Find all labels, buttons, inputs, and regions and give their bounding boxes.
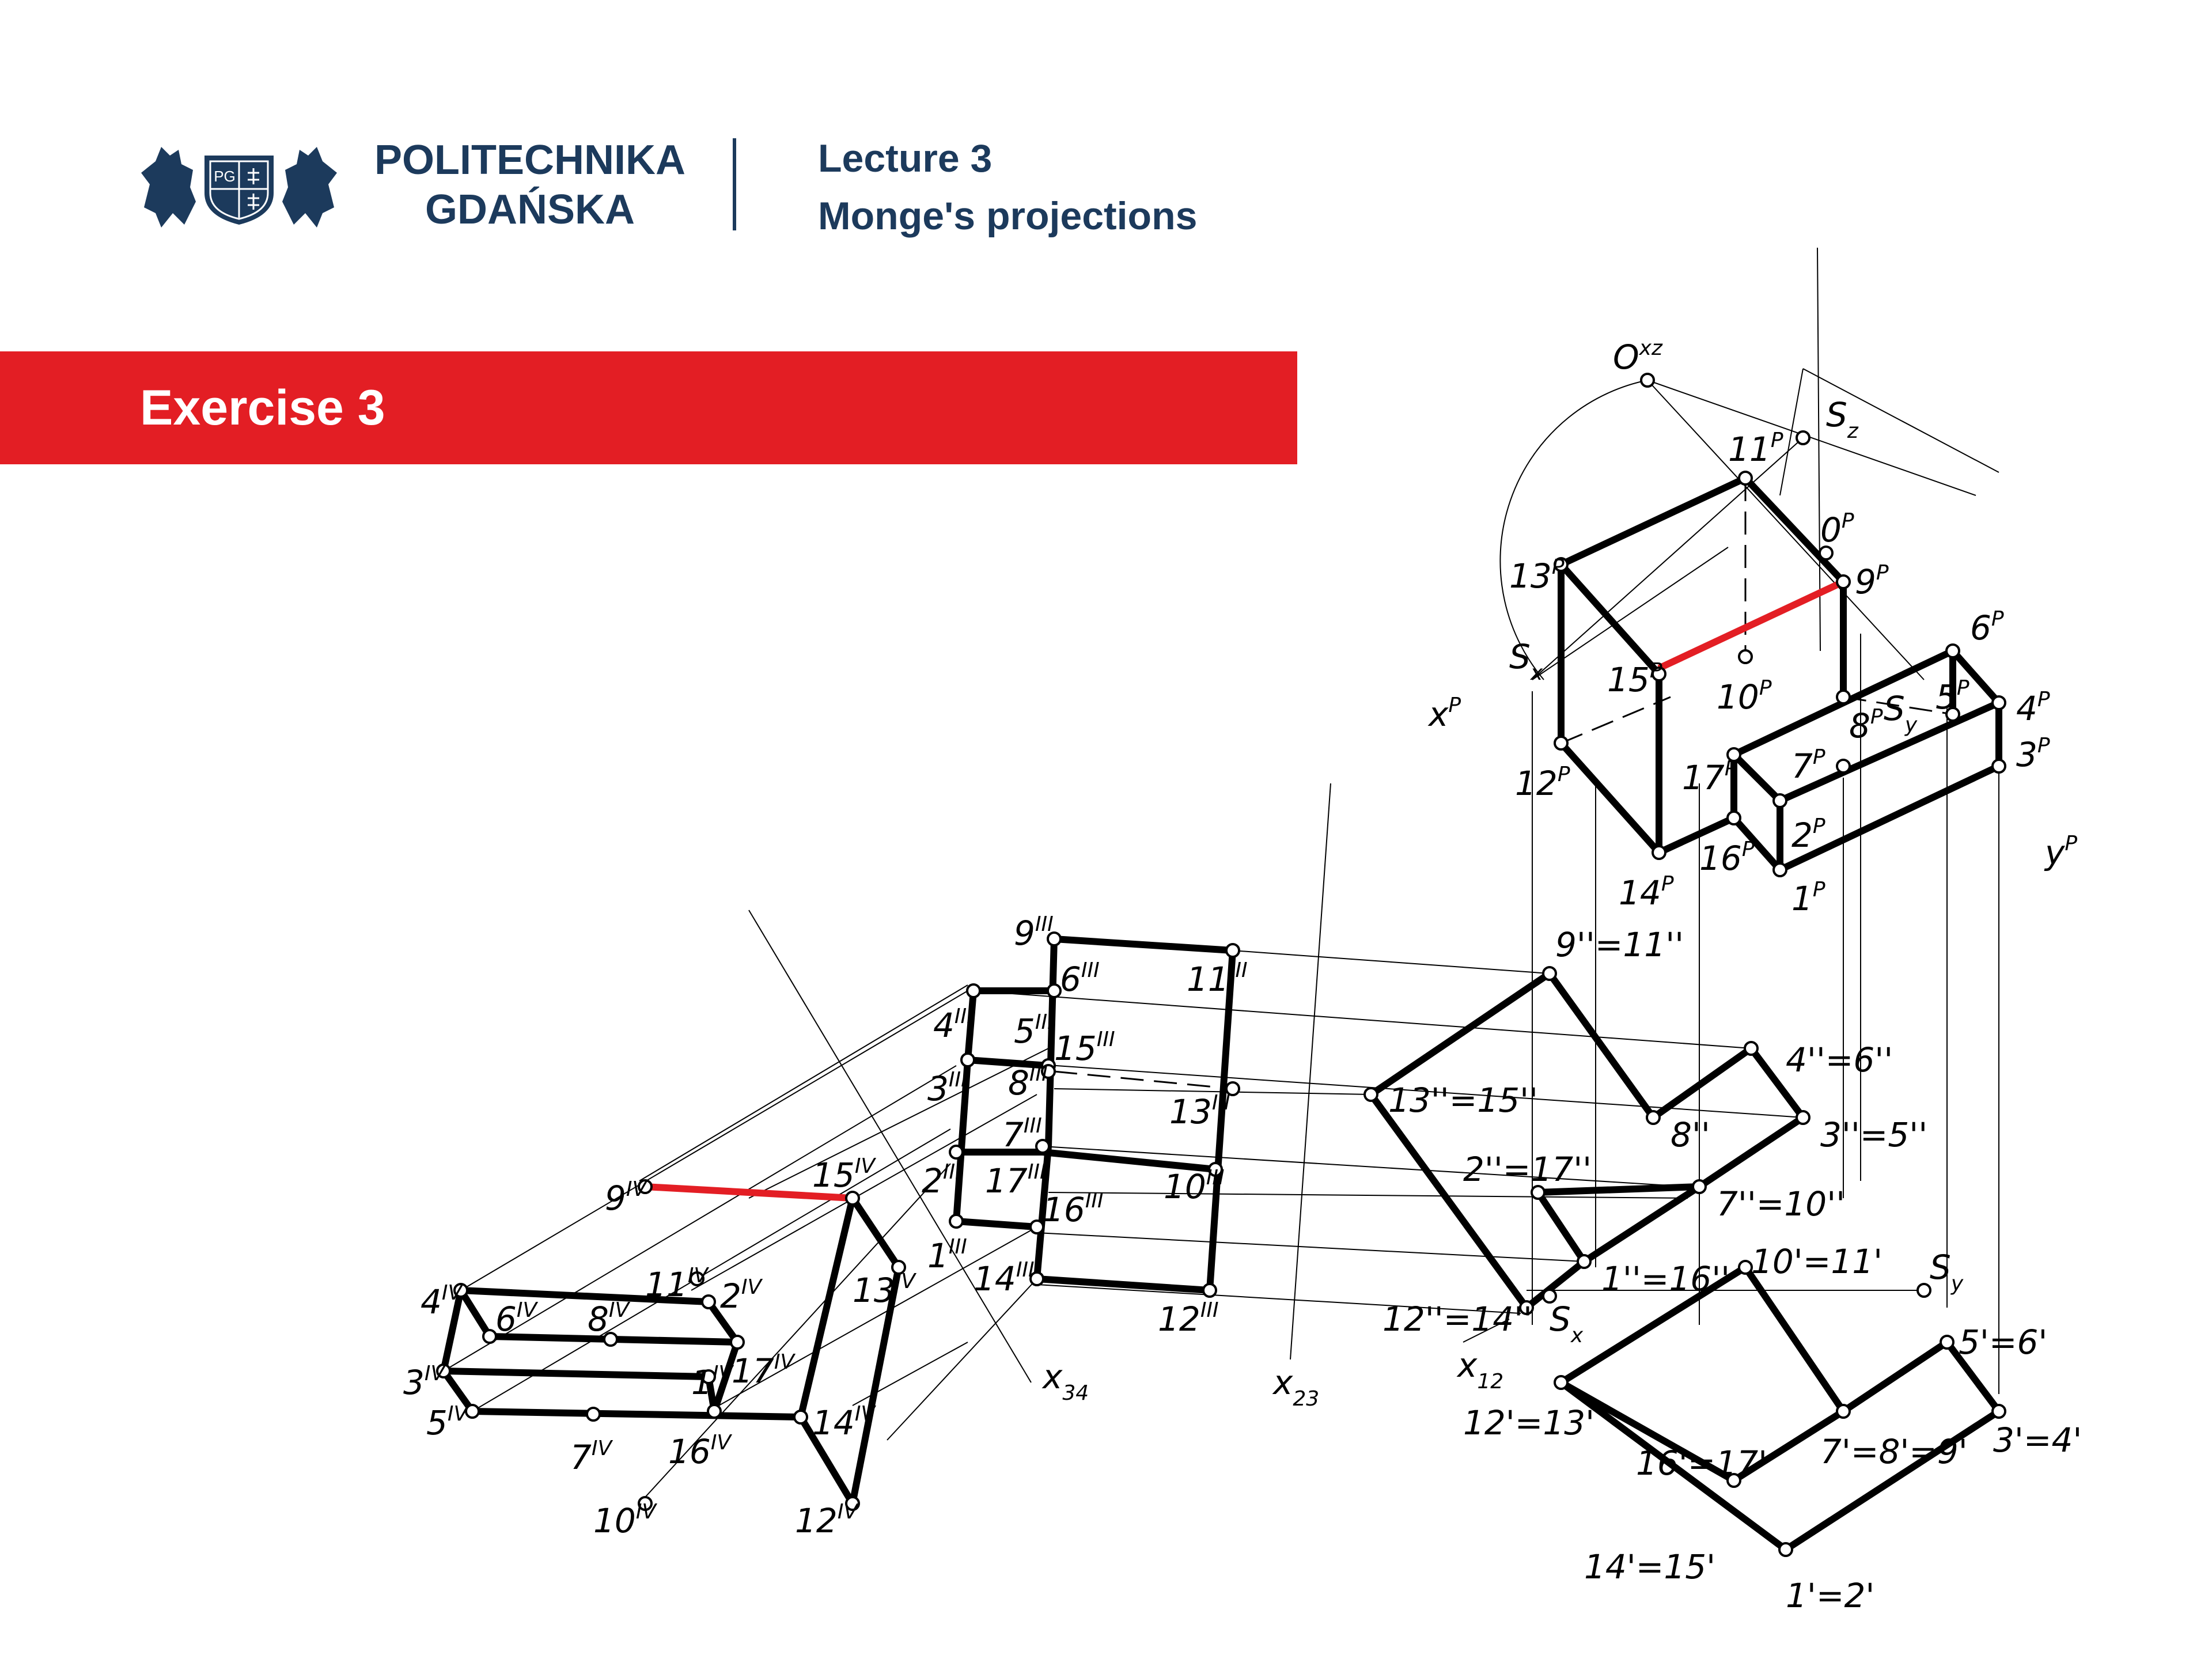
label-10-iv: 10IV [593, 1500, 657, 1540]
label-sy-prime: Sy [1930, 1248, 1964, 1296]
label-4-iii: 4III [933, 1005, 973, 1045]
university-wordmark: POLITECHNIKA GDAŃSKA [374, 135, 685, 234]
label-2-iii: 2III [922, 1160, 961, 1200]
label-13-iii: 13III [1169, 1091, 1230, 1131]
label-8p: 8P [1849, 705, 1883, 745]
label-14-iv: 14IV [812, 1402, 876, 1442]
label-5-iii: 5III [1014, 1010, 1054, 1051]
logo-line-1: POLITECHNIKA [374, 137, 685, 183]
label-15-iv: 15IV [812, 1154, 876, 1195]
label-11-iv: 11IV [645, 1264, 709, 1304]
label-10-11-top: 10'=11' [1751, 1242, 1883, 1281]
label-3-iv: 3IV [403, 1362, 446, 1402]
label-12-iv: 12IV [795, 1500, 859, 1540]
lecture-number: Lecture 3 [818, 137, 993, 180]
label-1-16-front: 1''=16'' [1601, 1259, 1730, 1298]
label-3-5-front: 3''=5'' [1820, 1115, 1927, 1154]
label-3p: 3P [2016, 734, 2050, 774]
label-6p: 6P [1970, 607, 2004, 647]
label-0p: 0P [1820, 509, 1854, 550]
label-5-iv: 5IV [426, 1402, 469, 1442]
label-7-iii: 7III [1002, 1114, 1042, 1154]
label-sxp: Sx [1509, 637, 1543, 685]
construction-lines [443, 247, 1999, 1504]
logo-line-2: GDAŃSKA [425, 187, 635, 233]
label-7-8-9-top: 7'=8'=9' [1820, 1432, 1968, 1471]
labels-view-iv: 9IV 15IV 11IV 2IV 4IV 6IV 8IV 13IV 3IV 1… [403, 1154, 916, 1540]
label-axis-yp: yP [2044, 832, 2077, 872]
label-10-iii: 10III [1164, 1166, 1225, 1206]
label-6-iii: 6III [1060, 959, 1100, 999]
label-1-iv: 1IV [691, 1362, 734, 1402]
label-11-iii: 11III [1187, 959, 1248, 999]
label-5p: 5P [1936, 676, 1969, 717]
label-8-iv: 8IV [588, 1298, 631, 1339]
label-17-iii: 17III [985, 1160, 1046, 1200]
label-axis-x34: x34 [1041, 1357, 1089, 1405]
label-2-17-front: 2''=17'' [1463, 1150, 1592, 1189]
label-oxz: Oxz [1613, 336, 1663, 377]
label-3-iii: 3III [927, 1068, 967, 1108]
label-7p: 7P [1791, 745, 1825, 786]
label-7-iv: 7IV [570, 1437, 613, 1477]
label-16-17-top: 16'=17' [1636, 1444, 1767, 1483]
label-16p: 16P [1699, 838, 1755, 878]
label-axis-x12: x12 [1456, 1346, 1503, 1393]
label-17p: 17P [1682, 757, 1737, 797]
label-szp: Sz [1826, 395, 1859, 443]
label-8-iii: 8III [1008, 1062, 1048, 1103]
label-15p: 15P [1607, 659, 1662, 699]
label-9-iii: 9III [1014, 912, 1054, 953]
label-syp: Sy [1884, 689, 1918, 737]
label-16-iii: 16III [1043, 1189, 1104, 1229]
label-15-iii: 15III [1054, 1028, 1115, 1068]
header: PG POLITECHNIKA GDAŃSKA Lecture 3 Monge'… [0, 0, 2212, 288]
label-17-iv: 17IV [732, 1350, 796, 1391]
label-9p: 9P [1855, 561, 1889, 601]
label-6-iv: 6IV [495, 1298, 539, 1339]
label-13-15-front: 13''=15'' [1388, 1081, 1538, 1120]
label-11p: 11P [1728, 429, 1783, 469]
label-14-iii: 14III [974, 1258, 1035, 1298]
label-sx-prime: Sx [1550, 1300, 1584, 1347]
label-1p: 1P [1791, 878, 1825, 918]
label-9-iv: 9IV [605, 1177, 648, 1218]
label-16-iv: 16IV [668, 1431, 732, 1471]
label-12-14-front: 12''=14'' [1382, 1300, 1532, 1339]
point-markers [436, 373, 2006, 1557]
university-emblem-icon: PG [141, 147, 337, 228]
emblem-letter-p: PG [214, 168, 236, 185]
exercise-title: Exercise 3 [140, 380, 385, 435]
exercise-banner: Exercise 3 [0, 351, 1297, 464]
label-5-6-top: 5'=6' [1959, 1323, 2047, 1362]
label-12-13-top: 12'=13' [1463, 1403, 1594, 1442]
label-1-iii: 1III [927, 1235, 967, 1275]
label-8-front: 8'' [1671, 1115, 1710, 1154]
label-14-15-top: 14'=15' [1584, 1547, 1715, 1586]
label-9-11-front: 9''=11'' [1555, 925, 1684, 964]
label-14p: 14P [1619, 872, 1674, 912]
label-1-2-top: 1'=2' [1786, 1576, 1874, 1615]
label-4-6-front: 4''=6'' [1786, 1040, 1893, 1080]
label-10p: 10P [1717, 676, 1772, 717]
label-4-iv: 4IV [421, 1281, 464, 1321]
label-12p: 12P [1515, 763, 1570, 803]
label-4p: 4P [2016, 688, 2050, 728]
label-axis-x23: x23 [1272, 1363, 1319, 1411]
lecture-topic: Monge's projections [818, 194, 1198, 238]
label-3-4-top: 3'=4' [1993, 1421, 2082, 1460]
label-13p: 13P [1509, 555, 1565, 596]
labels-view-iii: 9III 6III 11III 4III 5III 15III 3III 8II… [922, 912, 1248, 1339]
label-7-10-front: 7''=10'' [1717, 1184, 1845, 1224]
label-axis-xp: xP [1427, 694, 1461, 734]
label-2p: 2P [1791, 815, 1825, 855]
label-2-iv: 2IV [720, 1275, 763, 1316]
label-13-iv: 13IV [853, 1270, 916, 1310]
labels-axonometric: Oxz 11P 13P 9P 0P 15P 10P 6P 5P 4P 3P 8P… [1427, 336, 2077, 918]
labels-front-top: 9''=11'' 4''=6'' 13''=15'' 8'' 3''=5'' 2… [1041, 925, 2082, 1615]
lecture-info: Lecture 3 Monge's projections [818, 130, 1197, 245]
label-12-iii: 12III [1158, 1298, 1219, 1339]
header-divider [733, 138, 736, 230]
